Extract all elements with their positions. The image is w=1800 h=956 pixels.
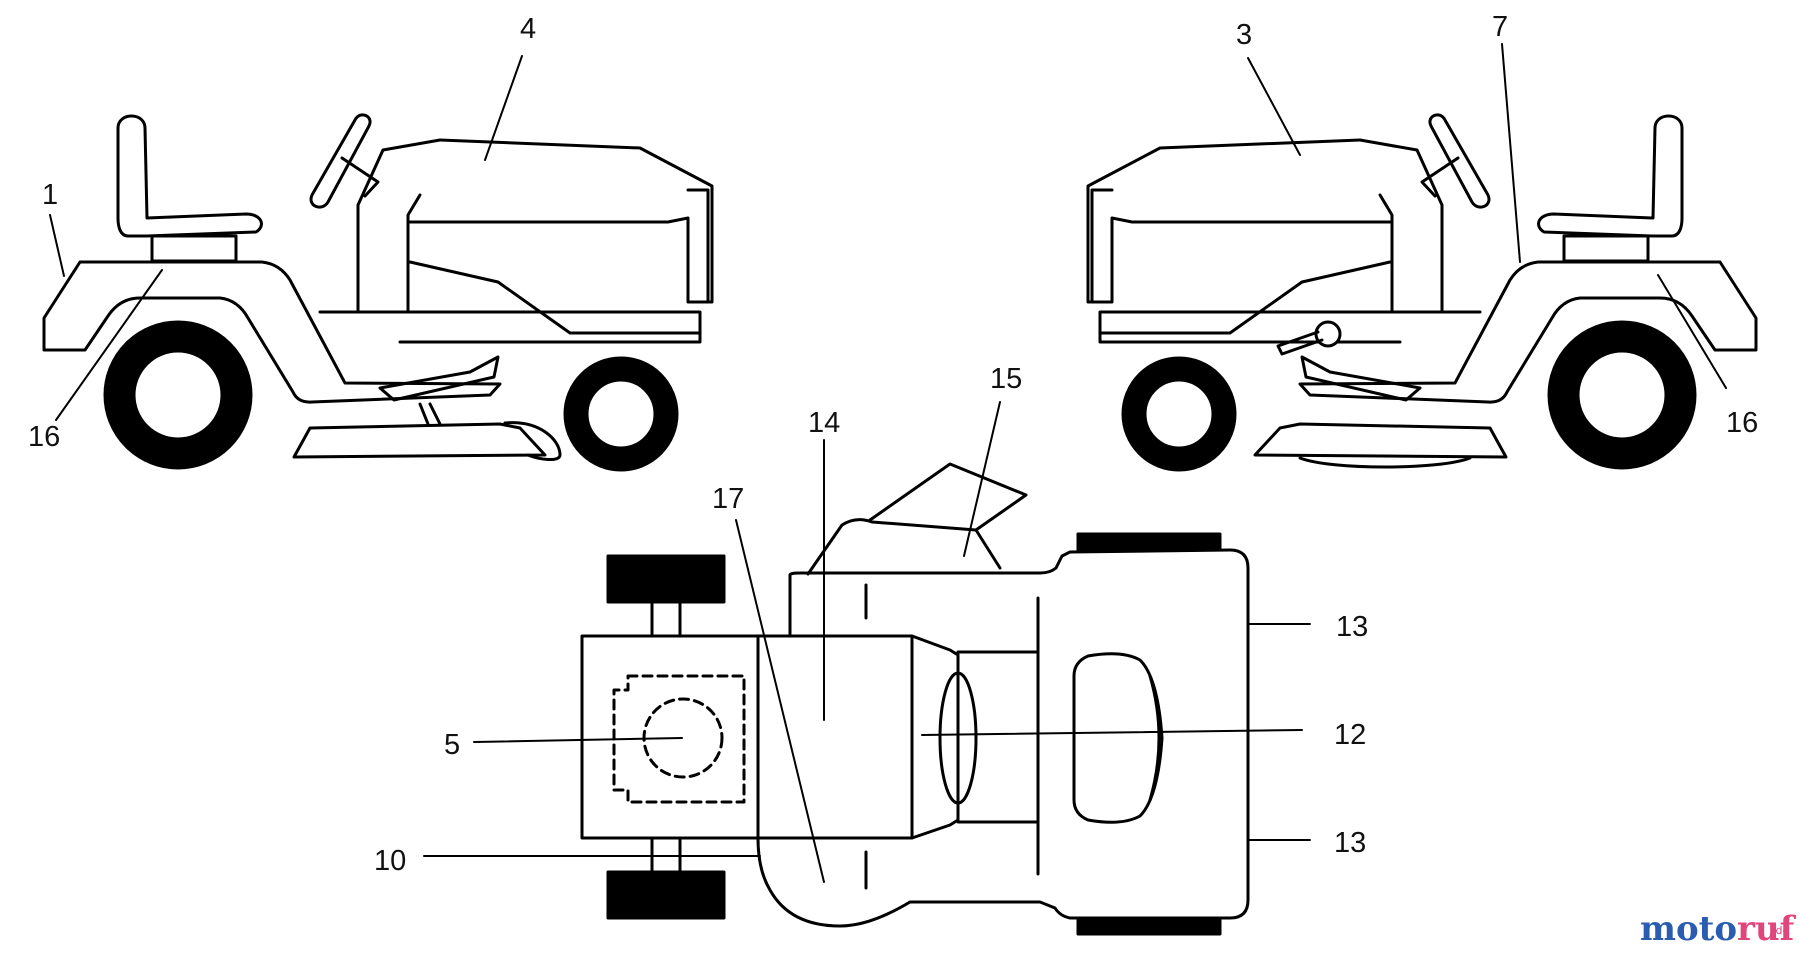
rear-rim-right <box>1576 349 1668 441</box>
front-rim-right <box>1143 378 1215 450</box>
leader-15 <box>963 401 1001 557</box>
deck-left <box>292 422 547 459</box>
callout-14: 14 <box>808 407 840 439</box>
leader-lines <box>49 43 1727 883</box>
steering-column-left <box>340 156 380 198</box>
bumper-inner-top <box>1148 674 1161 802</box>
callout-15: 15 <box>990 363 1022 395</box>
hood-side-right <box>1098 260 1392 335</box>
fender-top <box>580 634 914 840</box>
deck-right <box>1253 422 1508 459</box>
leader-12 <box>921 729 1303 736</box>
tractor-left-side-view <box>42 113 714 472</box>
leader-16-right <box>1657 274 1727 389</box>
hood-right <box>1086 138 1392 304</box>
seat-base-left <box>150 234 238 263</box>
callout-17: 17 <box>712 483 744 515</box>
steering-wheel-right <box>1428 113 1491 209</box>
leader-1 <box>49 214 65 277</box>
rear-wheel-top-top <box>606 554 726 604</box>
callout-3: 3 <box>1236 19 1252 51</box>
callout-5: 5 <box>444 729 460 761</box>
steering-wheel-left <box>309 113 372 209</box>
callout-13-bottom: 13 <box>1334 827 1366 859</box>
callout-labels: 1 16 4 3 7 16 15 14 17 13 12 13 5 10 <box>28 11 1758 877</box>
deck-skirt-right <box>1298 456 1472 469</box>
rear-fender-left <box>42 260 502 404</box>
tractor-right-side-view <box>1086 113 1758 472</box>
hood-front-left <box>686 188 710 304</box>
leader-5 <box>473 737 683 743</box>
discharge-chute-top <box>806 462 1028 576</box>
deck-link-left <box>418 402 442 426</box>
rear-wheel-top-bottom <box>606 870 726 920</box>
front-wheel-top-top <box>1076 532 1222 552</box>
leader-4 <box>484 55 523 161</box>
tractor-top-view <box>580 462 1250 936</box>
hood-left <box>408 138 714 304</box>
dash-inner-right <box>1378 193 1394 314</box>
pedal-left <box>378 355 500 402</box>
callout-1: 1 <box>42 179 58 211</box>
callout-7: 7 <box>1492 11 1508 43</box>
callout-13-top: 13 <box>1336 611 1368 643</box>
leader-7 <box>1501 43 1521 263</box>
seat-left <box>116 114 263 238</box>
watermark-suffix: .de <box>1772 924 1789 937</box>
leader-17 <box>735 519 825 883</box>
dash-inner-left <box>406 193 422 314</box>
hood-side-left <box>408 260 702 335</box>
ignition-key-shaft <box>1276 330 1324 356</box>
chute-mouth-top <box>974 528 1002 570</box>
watermark-brand: motoruf <box>1640 909 1797 949</box>
deck-discharge-left <box>503 421 562 461</box>
front-wheel-top-bottom <box>1076 916 1222 936</box>
rear-fender-right <box>1298 260 1758 404</box>
dash-right <box>1358 138 1444 314</box>
front-rim-left <box>585 378 657 450</box>
hood-neck-top <box>956 650 1040 824</box>
callout-16-right: 16 <box>1726 407 1758 439</box>
front-bumper-top <box>1072 652 1164 824</box>
dash-left <box>356 138 442 314</box>
callout-4: 4 <box>520 13 536 45</box>
rear-axle-top-top <box>650 600 682 638</box>
leader-16-left <box>55 269 163 421</box>
leader-3 <box>1247 57 1301 156</box>
deck-top <box>756 548 1250 928</box>
seat-outline-top <box>612 674 746 804</box>
pedal-right <box>1300 355 1422 402</box>
hood-top <box>910 634 960 840</box>
rear-rim-left <box>132 349 224 441</box>
seat-base-right <box>1562 234 1650 263</box>
callout-10: 10 <box>374 845 406 877</box>
watermark-logo: motoruf .de <box>1640 909 1797 949</box>
callout-12: 12 <box>1334 719 1366 751</box>
hood-front-right <box>1090 188 1114 304</box>
steering-column-right <box>1420 156 1460 198</box>
chassis-left <box>318 310 702 344</box>
chassis-right <box>1098 310 1482 344</box>
callout-16-left: 16 <box>28 421 60 453</box>
seat-right <box>1537 114 1684 238</box>
steering-wheel-top <box>938 671 978 805</box>
